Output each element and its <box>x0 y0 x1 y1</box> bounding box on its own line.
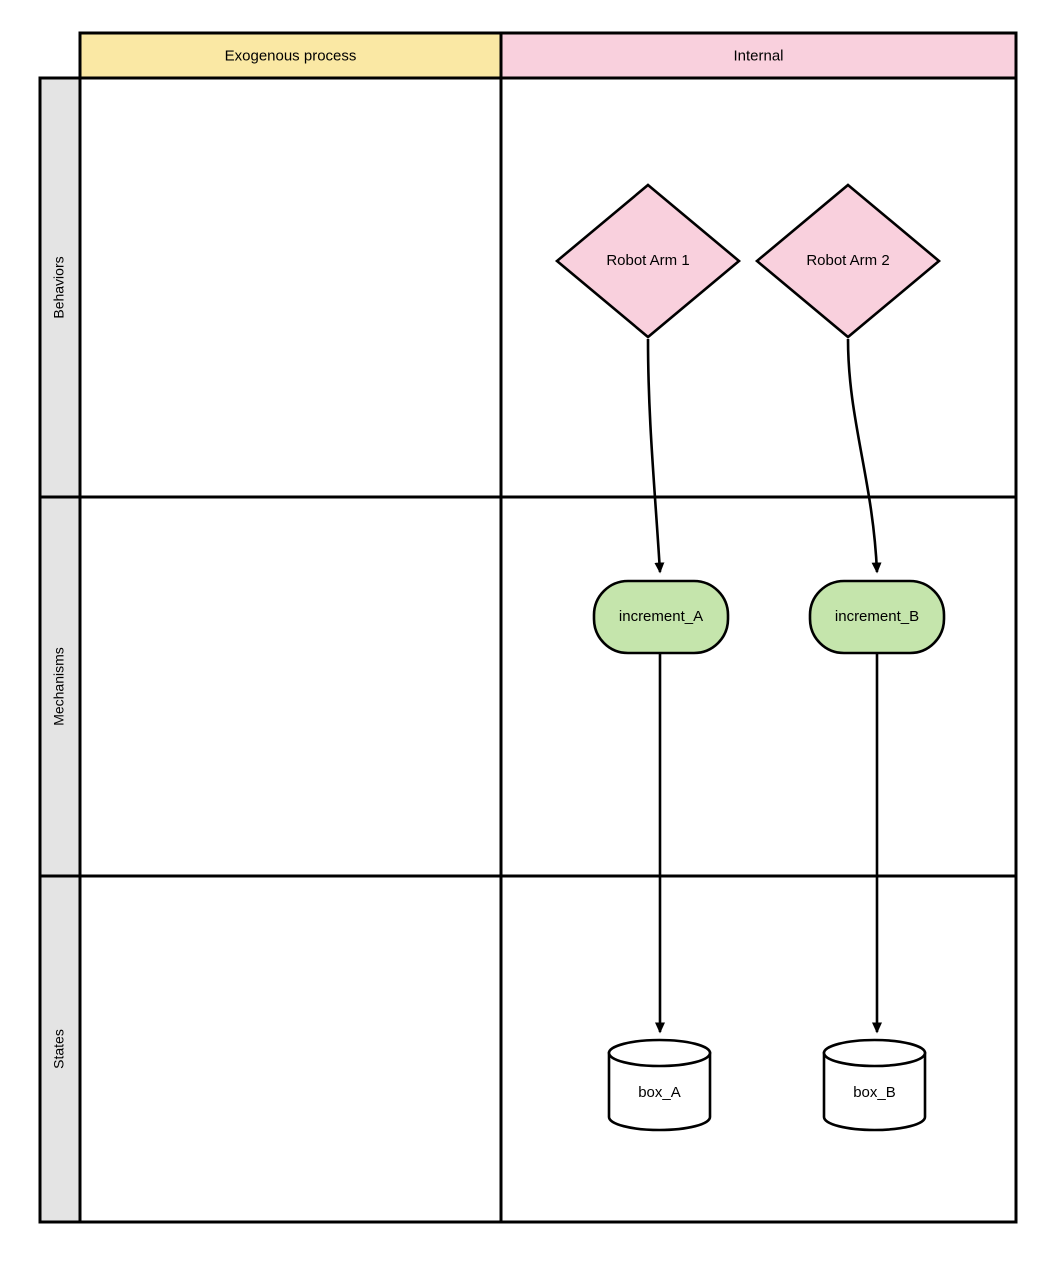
row-label-column: Behaviors Mechanisms States <box>38 76 82 1224</box>
row-label-states-box[interactable] <box>38 874 82 1224</box>
column-header-internal-label: Internal <box>733 47 783 64</box>
node-increment-b[interactable]: increment_B <box>808 579 946 655</box>
box-a-label: box_A <box>638 1084 681 1101</box>
box-a-cylinder-top <box>607 1038 712 1068</box>
robot-arm-1-diamond-shape[interactable] <box>554 183 742 339</box>
cell-states-internal[interactable] <box>501 876 1016 1222</box>
grid-lines <box>78 76 1018 1224</box>
cell-mechanisms-internal[interactable] <box>501 497 1016 876</box>
edge-robot-arm-2-to-increment-b[interactable] <box>846 338 882 574</box>
robot-arm-2-label: Robot Arm 2 <box>806 252 889 269</box>
column-headers: Exogenous process Internal <box>78 31 1018 80</box>
cell-behaviors-exogenous[interactable] <box>80 78 501 497</box>
grid-outer-border <box>78 76 1018 1224</box>
box-a-cylinder-body[interactable] <box>607 1051 712 1132</box>
cell-mechanisms-exogenous[interactable] <box>80 497 501 876</box>
cell-behaviors-internal[interactable] <box>501 78 1016 497</box>
row-label-mechanisms-label: Mechanisms <box>51 647 67 726</box>
node-box-a[interactable]: box_A <box>607 1038 712 1132</box>
edge-robot-arm-1-to-increment-a[interactable] <box>646 338 665 574</box>
robot-arm-2-diamond-shape[interactable] <box>754 183 942 339</box>
node-robot-arm-2[interactable]: Robot Arm 2 <box>754 183 942 339</box>
cell-states-exogenous[interactable] <box>80 876 501 1222</box>
increment-a-label: increment_A <box>619 608 703 625</box>
row-label-behaviors-label: Behaviors <box>51 256 67 318</box>
node-increment-a[interactable]: increment_A <box>592 579 730 655</box>
box-b-label: box_B <box>853 1084 896 1101</box>
increment-a-rounded-rect-shape[interactable] <box>592 579 730 655</box>
grid-cells <box>80 78 1016 1222</box>
row-label-states-label: States <box>51 1029 67 1069</box>
edges <box>646 338 882 1034</box>
column-header-exogenous-box[interactable] <box>78 31 503 80</box>
robot-arm-1-label: Robot Arm 1 <box>606 252 689 269</box>
column-header-exogenous-label: Exogenous process <box>225 47 357 64</box>
box-b-cylinder-body[interactable] <box>822 1051 927 1132</box>
node-box-b[interactable]: box_B <box>822 1038 927 1132</box>
increment-b-label: increment_B <box>835 608 919 625</box>
node-robot-arm-1[interactable]: Robot Arm 1 <box>554 183 742 339</box>
box-b-cylinder-top <box>822 1038 927 1068</box>
increment-b-rounded-rect-shape[interactable] <box>808 579 946 655</box>
